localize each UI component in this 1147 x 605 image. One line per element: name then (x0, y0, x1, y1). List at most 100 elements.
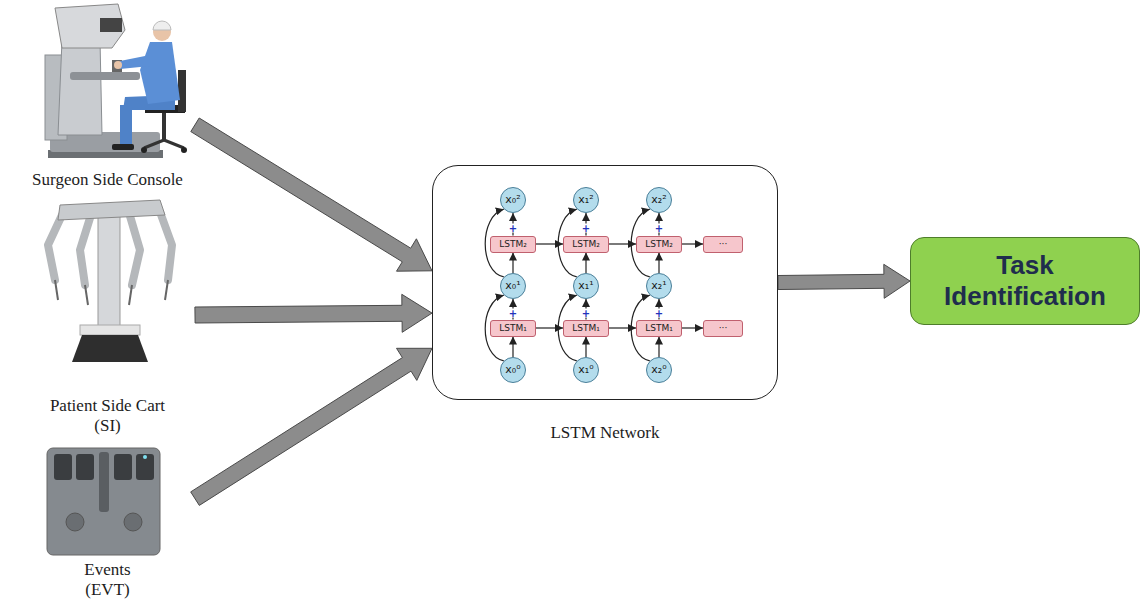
pedal (54, 454, 72, 480)
state-label: x₂² (651, 194, 666, 206)
state-circle: x₁² (573, 187, 599, 213)
pedal (136, 454, 154, 480)
pedal-box-illustration (47, 448, 160, 555)
console-viewer (55, 4, 125, 48)
patient-cart-illustration (48, 200, 172, 362)
console-armrest (70, 72, 140, 80)
pedal-speaker (124, 513, 142, 531)
cart-column (98, 215, 120, 330)
cart-instrument (85, 285, 88, 305)
lstm-cell: LSTM₂ (490, 236, 536, 253)
state-label: x₂⁰ (651, 364, 666, 376)
flow-arrow (682, 327, 703, 328)
chair-leg (164, 140, 184, 148)
cart-base (72, 335, 148, 362)
console-viewer-window (100, 18, 122, 32)
chair-wheel (141, 147, 147, 153)
state-circle: x₁¹ (573, 273, 599, 299)
flow-arrow (536, 243, 563, 244)
chair-pole (162, 113, 166, 140)
cart-arm (48, 215, 62, 280)
state-label: x₂¹ (651, 280, 666, 292)
cart-instrument (129, 285, 132, 305)
surgeon-cap (153, 21, 171, 30)
input-circle: x₂⁰ (646, 357, 672, 383)
flow-arrow (609, 327, 636, 328)
cell-label: LSTM₁ (572, 323, 600, 334)
flow-arrow (512, 253, 513, 274)
cart-photo-node: Patient Side Cart (SI) (20, 192, 195, 438)
photo-caption: Surgeon Side Console (32, 170, 183, 190)
state-label: x₀⁰ (505, 364, 520, 376)
surgeon-shoe (112, 144, 134, 150)
photo-caption: Patient Side Cart (SI) (38, 396, 178, 436)
task-label: Task Identification (925, 250, 1125, 312)
cart-boom (58, 200, 165, 220)
state-circle: x₂¹ (646, 273, 672, 299)
cell-label: LSTM₂ (499, 239, 527, 250)
continuation-cell: ··· (703, 320, 743, 337)
flow-arrow (512, 299, 513, 320)
block-arrow (191, 118, 432, 271)
lstm-cell: LSTM₂ (563, 236, 609, 253)
pedal-light (143, 455, 147, 459)
surgeon-arm (120, 55, 150, 69)
flow-arrow (658, 253, 659, 274)
state-label: x₀² (505, 194, 520, 206)
surgeon-torso (140, 42, 180, 104)
continuation-cell: ··· (703, 236, 743, 253)
surgeon-console-illustration (45, 4, 187, 158)
chair-back (178, 70, 186, 112)
flow-arrow (609, 243, 636, 244)
block-arrow (191, 348, 432, 505)
input-circle: x₁⁰ (573, 357, 599, 383)
merge-sign: + (581, 308, 591, 317)
surgeon-hand (114, 61, 122, 69)
cart-arm (80, 218, 90, 285)
flow-arrow (658, 337, 659, 358)
cart-arm (130, 216, 140, 285)
merge-sign: + (654, 308, 664, 317)
console-column (58, 40, 102, 135)
chair-leg (144, 140, 164, 148)
state-label: x₁¹ (578, 280, 593, 292)
lstm-cell: LSTM₁ (490, 320, 536, 337)
panel-caption: LSTM Network (550, 423, 659, 443)
state-circle: x₀¹ (500, 273, 526, 299)
pedal-speaker (66, 513, 84, 531)
flow-arrow (512, 213, 513, 236)
merge-sign: + (508, 224, 518, 233)
cart-collar (80, 325, 140, 335)
pedal-center-slot (99, 452, 109, 512)
flow-arrow (585, 213, 586, 236)
photo-caption: Events (EVT) (68, 560, 148, 600)
cell-label: LSTM₁ (645, 323, 673, 334)
cart-instrument (55, 280, 58, 300)
flow-arrow (658, 213, 659, 236)
block-arrow (195, 294, 432, 332)
cart-instrument (165, 280, 168, 300)
pedal (76, 454, 94, 480)
lstm-cell: LSTM₂ (636, 236, 682, 253)
network-panel: LSTM Networkx₀²x₁²x₂²LSTM₂LSTM₂LSTM₂···x… (432, 165, 778, 400)
task-box: Task Identification (910, 237, 1140, 325)
state-label: x₁⁰ (578, 364, 593, 376)
merge-sign: + (654, 224, 664, 233)
lstm-cell: LSTM₁ (563, 320, 609, 337)
flow-arrow (536, 327, 563, 328)
block-arrow (778, 264, 910, 298)
console-photo-node: Surgeon Side Console (20, 0, 195, 192)
lstm-cell: LSTM₁ (636, 320, 682, 337)
flow-arrow (682, 243, 703, 244)
chair-wheel (181, 147, 187, 153)
cell-label: ··· (719, 239, 728, 250)
state-label: x₁² (578, 194, 593, 206)
flow-arrow (512, 337, 513, 358)
pedal (114, 454, 132, 480)
cell-label: LSTM₂ (645, 239, 673, 250)
caption-holder: LSTM Network (433, 423, 777, 443)
cell-label: ··· (719, 323, 728, 334)
flow-arrow (585, 299, 586, 320)
flow-arrow (585, 337, 586, 358)
